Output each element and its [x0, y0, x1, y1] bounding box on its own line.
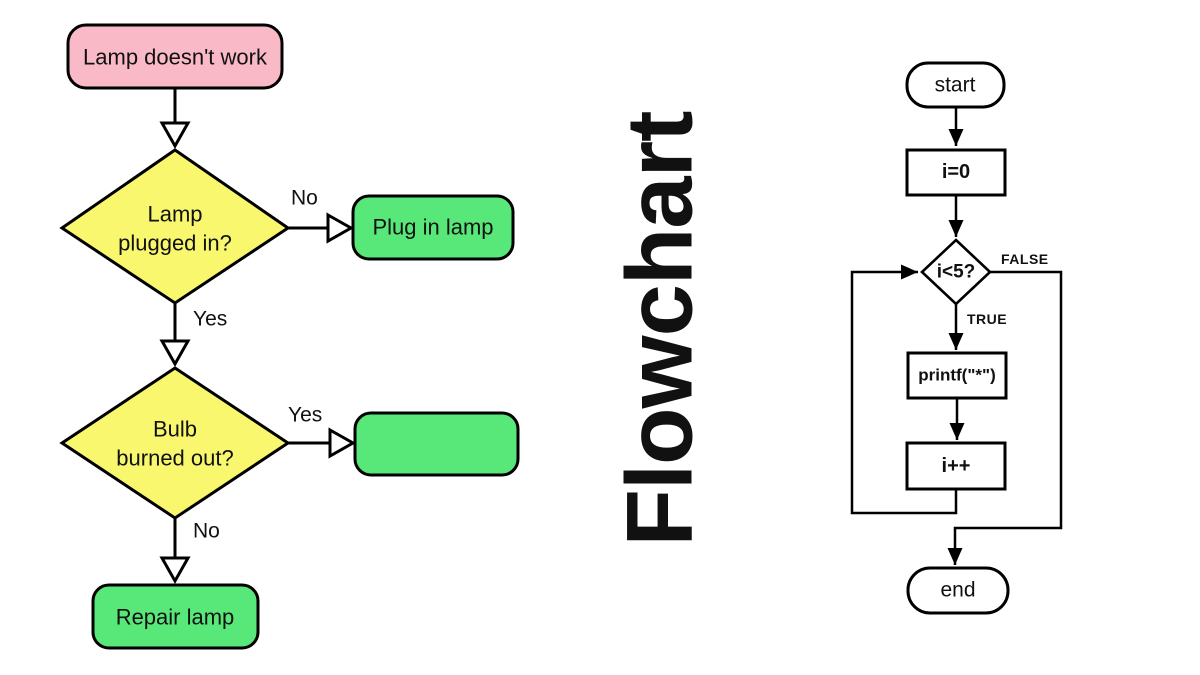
end-shape: [906, 566, 1010, 615]
start-label: start: [935, 74, 976, 97]
node-end: end: [906, 566, 1010, 615]
start-shape: [905, 61, 1006, 109]
edge-loop-back-to-condition: [850, 264, 958, 515]
node-repair-lamp: Repair lamp: [91, 583, 260, 650]
poster-title: Flowchart: [607, 111, 712, 547]
node-body-printf: printf("*"): [906, 351, 1008, 400]
plug-in-lamp-label: Plug in lamp: [372, 215, 493, 240]
decision2-label-line2: burned out?: [116, 446, 233, 471]
increment-label: i++: [942, 455, 971, 477]
init-label: i=0: [942, 161, 970, 183]
node-increment: i++: [905, 441, 1007, 491]
lamp-flowchart: Lamp doesn't work Lamp plugged in? No Ye…: [59, 23, 520, 650]
true-branch-label: TRUE: [967, 311, 1007, 327]
replace-bulb-shape: [353, 411, 520, 477]
decision1-no-label: No: [291, 187, 318, 210]
node-init: i=0: [905, 148, 1007, 197]
repair-lamp-shape: [91, 583, 260, 650]
decision1-label-line1: Lamp: [147, 202, 202, 227]
false-branch-label: FALSE: [1001, 251, 1049, 267]
plug-in-lamp-shape: [351, 194, 515, 261]
decision2-yes-label: Yes: [288, 404, 322, 427]
start-terminator-label: Lamp doesn't work: [83, 45, 268, 70]
decision1-label-line2: plugged in?: [118, 231, 232, 256]
node-replace-bulb: [353, 411, 520, 477]
node-start: start: [905, 61, 1006, 109]
condition-label: i<5?: [937, 262, 976, 283]
decision2-no-label: No: [193, 520, 220, 543]
decision2-label-line1: Bulb: [153, 417, 197, 442]
end-label: end: [940, 579, 975, 602]
node-plug-in-lamp: Plug in lamp: [351, 194, 515, 261]
printf-shape: [906, 351, 1008, 400]
decision1-diamond-shape: [59, 148, 291, 305]
printf-label: printf("*"): [918, 366, 996, 385]
repair-lamp-label: Repair lamp: [116, 605, 235, 630]
init-shape: [905, 148, 1007, 197]
decision1-yes-label: Yes: [193, 308, 227, 331]
node-lamp-doesnt-work: Lamp doesn't work: [66, 23, 284, 90]
node-decision-bulb-burned-out: Bulb burned out?: [59, 366, 291, 520]
decision2-diamond-shape: [59, 366, 291, 520]
condition-diamond-shape: [920, 238, 992, 306]
start-terminator-shape: [66, 23, 284, 90]
edge-condition-false-to-end: [947, 270, 1063, 565]
node-decision-lamp-plugged-in: Lamp plugged in?: [59, 148, 291, 305]
loop-flowchart: start i=0 i<5? FALSE TRUE printf("*"): [850, 61, 1063, 615]
node-condition: i<5?: [920, 238, 992, 306]
increment-shape: [905, 441, 1007, 491]
